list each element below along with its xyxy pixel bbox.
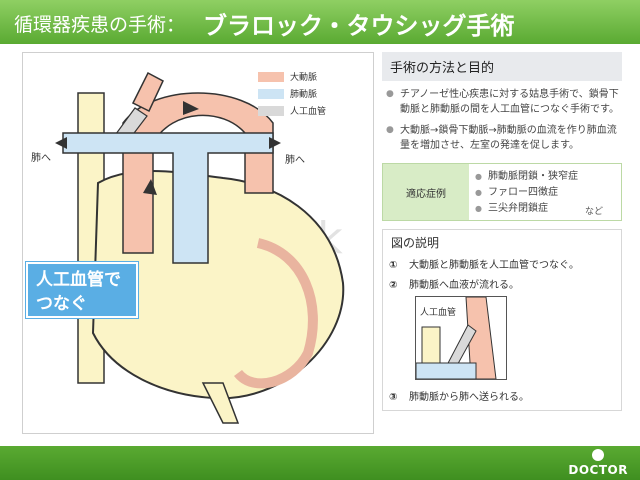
indications-list: 肺動脈閉鎖・狭窄症 ファロー四徴症 三尖弁閉鎖症 <box>475 169 578 217</box>
page-title: ブラロック・タウシッグ手術 <box>203 12 515 40</box>
legend-label: 肺動脈 <box>290 90 318 100</box>
lower-vessel <box>201 382 240 424</box>
heart-diagram: medick 肺へ 肺へ <box>31 71 345 424</box>
flow-arrow-icon <box>143 179 157 195</box>
figure-step: ① 大動脈と肺動脈を人工血管でつなぐ。 <box>389 256 579 271</box>
inset-diagram: 人工血管 <box>416 297 497 379</box>
step-number: ① <box>389 260 398 271</box>
legend-item-pulmonary: 肺動脈 <box>258 87 326 100</box>
footer-bar: DOCTOR <box>0 446 640 480</box>
legend-label: 人工血管 <box>290 107 327 117</box>
legend-swatch <box>258 105 284 116</box>
right-lung-label: 肺へ <box>285 154 305 166</box>
figure-step: ② 肺動脈へ血液が流れる。 <box>389 276 519 291</box>
method-bullet: 大動脈→鎖骨下動脈→肺動脈の血流を作り肺血流量を増加させ、左室の発達を促します。 <box>382 123 622 153</box>
left-lung-label: 肺へ <box>31 152 51 164</box>
figure-inset: 人工血管 <box>415 296 507 380</box>
callout-box: 人工血管でつなぐ <box>26 262 138 318</box>
indications-label: 適応症例 <box>383 164 469 220</box>
method-bullets: チアノーゼ性心疾患に対する姑息手術で、鎖骨下動脈と肺動脈の間を人工血管につなぐ手… <box>382 87 622 153</box>
legend: 大動脈 肺動脈 人工血管 <box>258 70 326 117</box>
diagram-panel: medick 肺へ 肺へ <box>22 52 374 434</box>
logo-text: DOCTOR <box>568 463 628 477</box>
legend-item-aorta: 大動脈 <box>258 70 326 83</box>
step-text: 肺動脈から肺へ送られる。 <box>409 392 529 403</box>
step-text: 肺動脈へ血液が流れる。 <box>409 280 519 291</box>
step-text: 大動脈と肺動脈を人工血管でつなぐ。 <box>409 260 579 271</box>
doctor-logo: DOCTOR <box>568 449 628 477</box>
flow-arrow-icon <box>183 101 199 115</box>
legend-swatch <box>258 88 284 99</box>
legend-swatch <box>258 71 284 82</box>
step-number: ③ <box>389 392 398 403</box>
header-bar: 循環器疾患の手術： ブラロック・タウシッグ手術 <box>0 0 640 44</box>
left-arrow-icon <box>55 137 67 149</box>
indications-box: 適応症例 肺動脈閉鎖・狭窄症 ファロー四徴症 三尖弁閉鎖症 など <box>382 163 622 221</box>
indication-item: ファロー四徴症 <box>475 185 578 201</box>
indication-item: 肺動脈閉鎖・狭窄症 <box>475 169 578 185</box>
method-heading: 手術の方法と目的 <box>382 52 622 81</box>
right-arrow-icon <box>269 137 281 149</box>
figure-explanation: 図の説明 ① 大動脈と肺動脈を人工血管でつなぐ。 ② 肺動脈へ血液が流れる。 人工血… <box>382 229 622 411</box>
inset-label: 人工血管 <box>420 306 456 318</box>
step-number: ② <box>389 280 398 291</box>
callout-text: 人工血管でつなぐ <box>36 270 121 314</box>
logo-icon <box>592 449 605 461</box>
left-ventricle-wall <box>234 238 318 389</box>
footer-separator <box>0 442 640 448</box>
aorta <box>122 92 274 254</box>
indications-etc: など <box>584 207 603 217</box>
info-column: 手術の方法と目的 チアノーゼ性心疾患に対する姑息手術で、鎖骨下動脈と肺動脈の間を… <box>382 52 622 411</box>
subclavian-artery <box>131 71 164 113</box>
indication-item: 三尖弁閉鎖症 <box>475 201 578 217</box>
figure-heading: 図の説明 <box>391 236 440 250</box>
legend-item-graft: 人工血管 <box>258 104 326 117</box>
figure-step: ③ 肺動脈から肺へ送られる。 <box>389 388 529 403</box>
method-bullet: チアノーゼ性心疾患に対する姑息手術で、鎖骨下動脈と肺動脈の間を人工血管につなぐ手… <box>382 87 622 117</box>
category-title: 循環器疾患の手術： <box>14 14 186 36</box>
legend-label: 大動脈 <box>290 73 318 83</box>
